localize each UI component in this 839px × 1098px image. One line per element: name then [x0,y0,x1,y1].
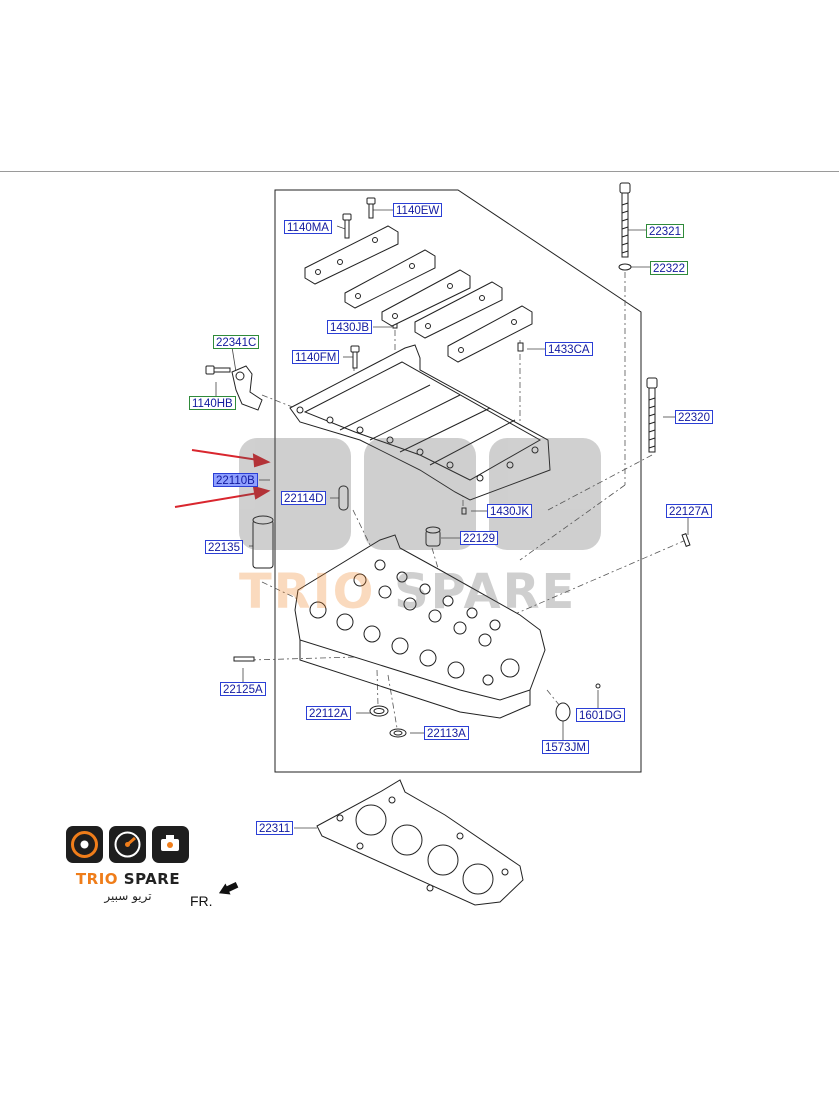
head-bolts [205,182,691,662]
leader-lines [215,209,689,829]
camshaft-caps [304,225,533,363]
cylinder-head-gasket [316,779,524,906]
front-arrow-icon [218,882,239,895]
assembly-frame [274,189,642,773]
part-label-1140FM[interactable]: 1140FM [292,350,340,364]
part-label-22127A[interactable]: 22127A [666,504,712,518]
part-label-1433CA[interactable]: 1433CA [545,342,593,356]
part-label-1140MA[interactable]: 1140MA [284,220,332,234]
part-label-1601DG[interactable]: 1601DG [576,708,625,722]
callout-arrows [174,449,271,508]
logo-arabic-text: تريو سبير [104,889,152,903]
front-indicator: FR. [190,893,213,909]
part-label-22135[interactable]: 22135 [205,540,243,554]
part-label-22322[interactable]: 22322 [650,261,688,275]
part-label-1140EW[interactable]: 1140EW [393,203,443,217]
part-label-1430JK[interactable]: 1430JK [487,504,533,518]
trio-spare-logo: TRIO SPARE تريو سبير [66,826,190,906]
cylinder-head [294,534,546,719]
engine-hanger-bracket [231,365,263,411]
part-label-1430JB[interactable]: 1430JB [327,320,373,334]
part-label-22320[interactable]: 22320 [675,410,713,424]
engine-icon [152,826,189,863]
part-label-22113A[interactable]: 22113A [424,726,469,740]
part-label-22110B[interactable]: 22110B [213,473,258,487]
part-label-22125A[interactable]: 22125A [220,682,266,696]
speedometer-icon [109,826,146,863]
part-label-22321[interactable]: 22321 [646,224,684,238]
part-label-22311[interactable]: 22311 [256,821,294,835]
speaker-icon [66,826,103,863]
part-label-22341C[interactable]: 22341C [213,335,260,349]
logo-brand-text: TRIO SPARE [75,870,181,888]
small-parts [252,485,601,738]
part-label-22129[interactable]: 22129 [460,531,498,545]
part-label-1140HB[interactable]: 1140HB [189,396,236,410]
part-label-1573JM[interactable]: 1573JM [542,740,589,754]
part-label-22112A[interactable]: 22112A [306,706,351,720]
top-divider [0,171,839,172]
camshaft-carrier [289,344,551,501]
part-label-22114D[interactable]: 22114D [281,491,327,505]
